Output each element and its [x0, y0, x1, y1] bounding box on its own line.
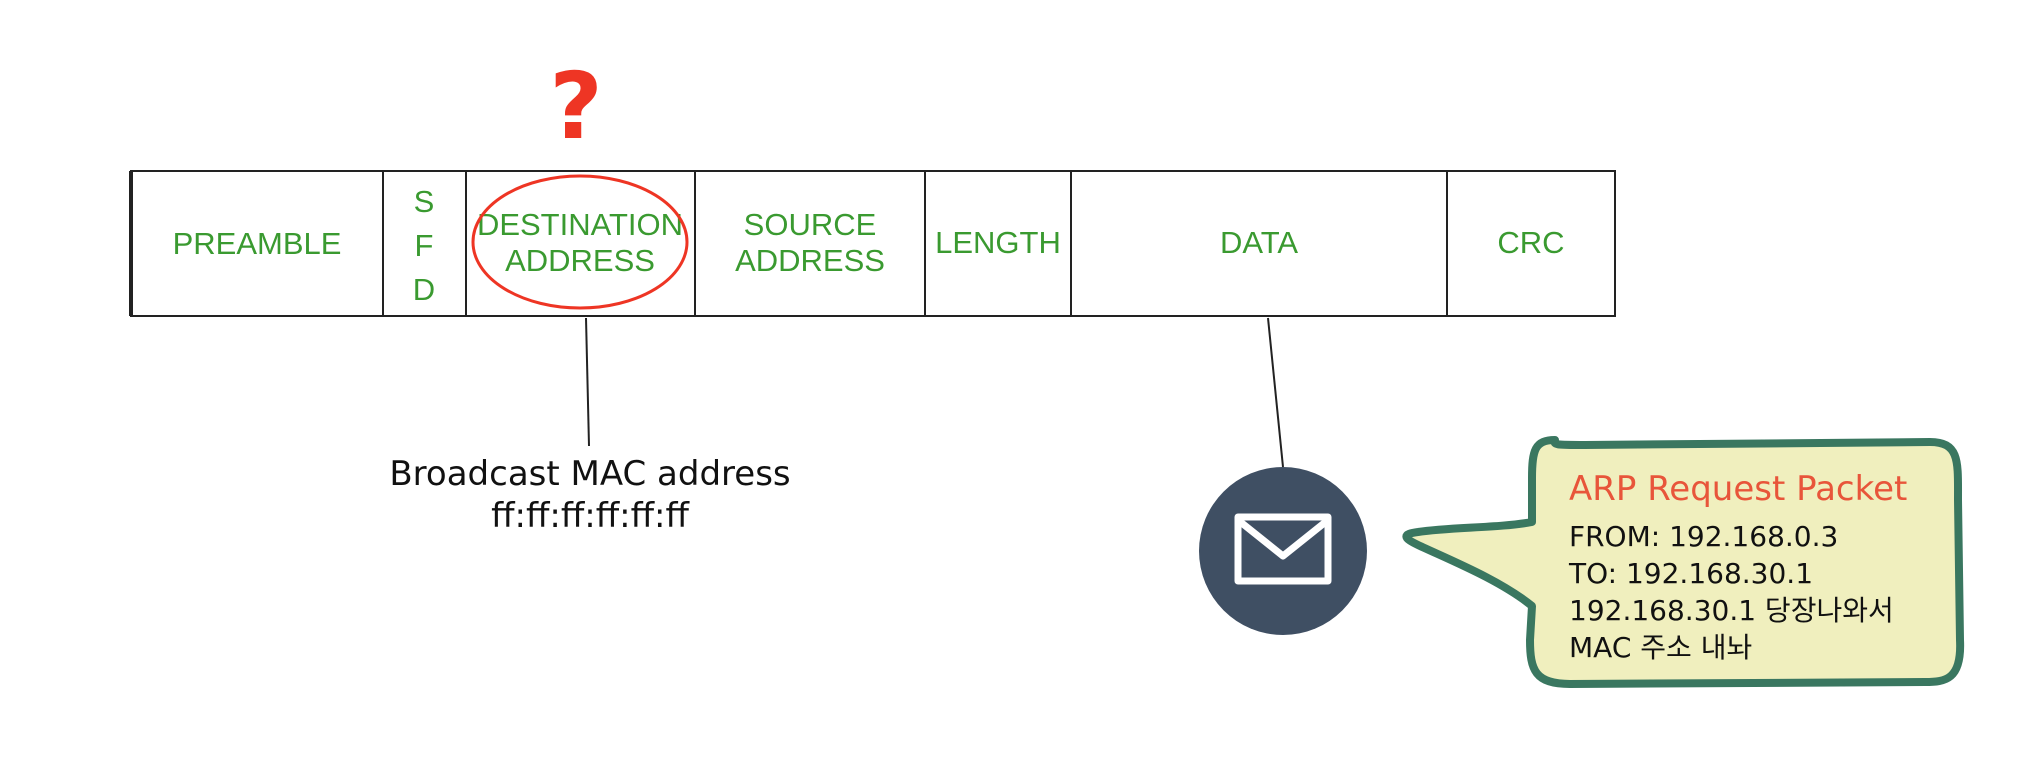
bubble-line-to: TO: 192.168.30.1 — [1568, 557, 1813, 590]
field-destination-line2: ADDRESS — [505, 243, 655, 278]
field-source-line2: ADDRESS — [735, 243, 885, 278]
field-source-line1: SOURCE — [744, 207, 877, 242]
arp-request-bubble: ARP Request Packet FROM: 192.168.0.3 TO:… — [1402, 436, 1965, 688]
bubble-line-mac: MAC 주소 내놔 — [1569, 631, 1752, 664]
field-sfd-s: S — [414, 184, 435, 219]
bubble-title: ARP Request Packet — [1569, 469, 1907, 509]
field-destination-line1: DESTINATION — [477, 207, 683, 242]
bubble-line-from: FROM: 192.168.0.3 — [1569, 520, 1838, 553]
ethernet-frame: PREAMBLE S F D DESTINATION ADDRESS SOURC… — [129, 170, 1616, 317]
destination-highlight-ellipse — [471, 174, 689, 310]
field-sfd-d: D — [413, 272, 435, 307]
field-preamble: PREAMBLE — [173, 226, 342, 261]
bubble-shape — [1402, 436, 1965, 688]
question-mark-icon: ? — [549, 53, 602, 160]
broadcast-label-line1: Broadcast MAC address — [389, 454, 790, 494]
data-connector-line — [1267, 317, 1284, 468]
field-length: LENGTH — [935, 225, 1061, 260]
envelope-icon — [1199, 467, 1367, 635]
field-crc: CRC — [1497, 225, 1564, 260]
bubble-line-request: 192.168.30.1 당장나와서 — [1569, 594, 1894, 627]
field-sfd-f: F — [415, 228, 434, 263]
broadcast-label-line2: ff:ff:ff:ff:ff:ff — [491, 496, 690, 536]
destination-connector-line — [585, 317, 590, 447]
field-data: DATA — [1220, 225, 1298, 260]
